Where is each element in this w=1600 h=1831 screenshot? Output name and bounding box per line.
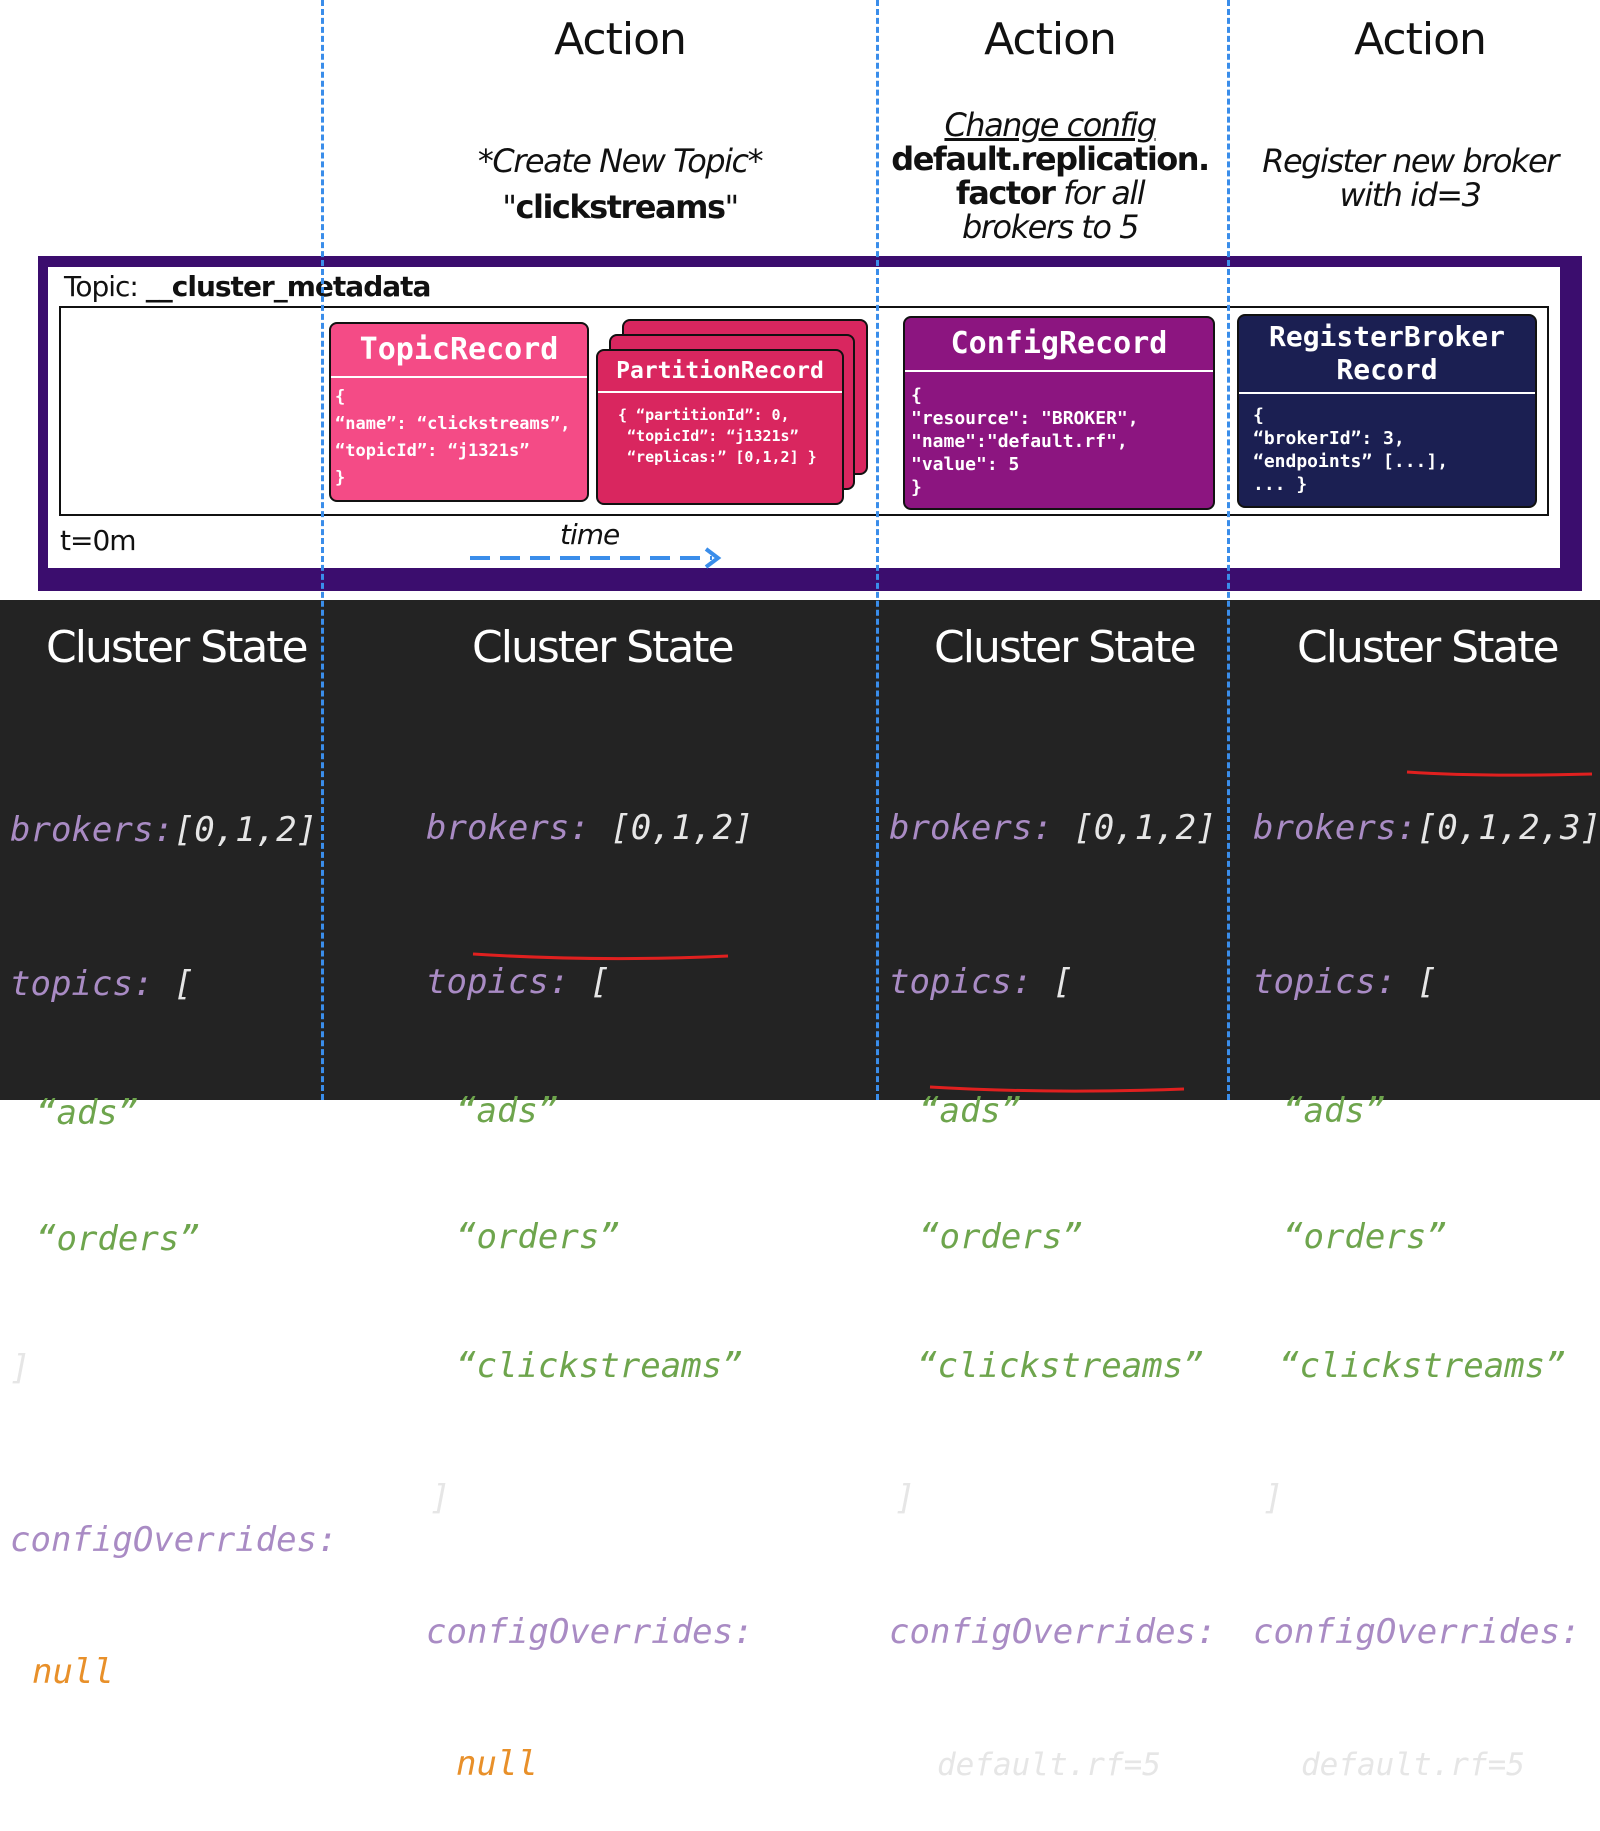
action-desc-3: Register new broker with id=3 <box>1240 144 1580 212</box>
action-desc-2-line4: brokers to 5 <box>962 208 1139 246</box>
action-desc-1-line1: *Create New Topic* <box>477 142 764 180</box>
topic-item-2-2: “clickstreams” <box>917 1346 1204 1386</box>
topics-close-2: ] <box>895 1478 916 1518</box>
action-desc-1-quote-close: " <box>724 188 739 226</box>
brokers-key-0: brokers: <box>10 810 174 850</box>
time-axis-label: time <box>560 518 620 551</box>
cluster-state-title-3: Cluster State <box>1297 622 1560 673</box>
topics-key-1: topics: <box>426 962 570 1002</box>
topic-item-1-2: “clickstreams” <box>456 1346 743 1386</box>
action-desc-2-line1: Change config <box>944 106 1157 144</box>
highlight-underline-brokers <box>1406 770 1593 777</box>
topic-record-title: TopicRecord <box>331 324 587 378</box>
action-header-2: Action <box>984 14 1117 65</box>
action-desc-2-line3-bold: factor <box>955 174 1056 212</box>
overlay-graphics <box>470 547 1593 1093</box>
action-desc-3-line2: with id=3 <box>1339 176 1482 214</box>
partition-record-title: PartitionRecord <box>598 351 842 393</box>
action-desc-2-line2: default.replication. <box>891 140 1210 178</box>
config-record-title: ConfigRecord <box>905 318 1213 372</box>
highlight-underline-clickstreams <box>472 952 729 961</box>
brokers-key-2: brokers: <box>889 808 1053 848</box>
config-overrides-value-3: default.rf=5 <box>1301 1747 1525 1783</box>
action-desc-3-line1: Register new broker <box>1262 142 1559 180</box>
partition-record: PartitionRecord { “partitionId”: 0, “top… <box>596 349 844 505</box>
topics-open-2: [ <box>1032 962 1074 1002</box>
start-time-label: t=0m <box>60 524 137 557</box>
topic-item-3-1: “orders” <box>1283 1217 1447 1257</box>
config-record-body: { "resource": "BROKER", "name":"default.… <box>911 385 1139 498</box>
config-overrides-value-0: null <box>32 1652 114 1692</box>
cluster-state-title-1: Cluster State <box>472 622 735 673</box>
topic-item-0-1: “orders” <box>36 1219 200 1259</box>
brokers-value-0: [0,1,2] <box>173 810 318 850</box>
register-broker-record-title: RegisterBroker Record <box>1239 316 1535 394</box>
partition-record-body: { “partitionId”: 0, “topicId”: “j1321s” … <box>618 406 817 466</box>
config-overrides-key-2: configOverrides: <box>889 1612 1217 1652</box>
topic-record: TopicRecord { “name”: “clickstreams”, “t… <box>329 322 589 502</box>
action-desc-1-topic: clickstreams <box>515 188 726 226</box>
register-broker-record-title-line1: RegisterBroker <box>1268 320 1505 353</box>
register-broker-record-title-line2: Record <box>1336 353 1438 386</box>
action-desc-1: *Create New Topic* "clickstreams" <box>420 144 820 224</box>
topic-item-2-1: “orders” <box>919 1217 1083 1257</box>
topics-open-0: [ <box>153 964 195 1004</box>
cluster-state-title-0: Cluster State <box>46 622 309 673</box>
topics-open-3: [ <box>1396 962 1438 1002</box>
cluster-state-title-2: Cluster State <box>934 622 1197 673</box>
config-record: ConfigRecord { "resource": "BROKER", "na… <box>903 316 1215 510</box>
action-header-1: Action <box>554 14 687 65</box>
config-overrides-key-3: configOverrides: <box>1253 1612 1581 1652</box>
brokers-value-3: [0,1,2,3] <box>1416 808 1600 848</box>
brokers-key-3: brokers: <box>1253 808 1417 848</box>
brokers-value-2: [0,1,2] <box>1052 808 1217 848</box>
topic-item-1-1: “orders” <box>456 1217 620 1257</box>
timeline-divider-3 <box>1227 0 1230 1100</box>
cluster-state-area <box>0 600 1600 1100</box>
topics-key-0: topics: <box>10 964 154 1004</box>
highlight-underline-rf <box>929 1085 1185 1093</box>
topics-open-1: [ <box>569 962 611 1002</box>
brokers-key-1: brokers: <box>426 808 590 848</box>
action-desc-2: Change config default.replication. facto… <box>880 108 1220 244</box>
topic-record-body: { “name”: “clickstreams”, “topicId”: “j1… <box>335 387 571 488</box>
topic-name: __cluster_metadata <box>145 270 432 303</box>
action-header-3: Action <box>1354 14 1487 65</box>
register-broker-record: RegisterBroker Record { “brokerId”: 3, “… <box>1237 314 1537 508</box>
config-overrides-key-1: configOverrides: <box>426 1612 754 1652</box>
topics-close-0: ] <box>10 1348 31 1388</box>
config-overrides-value-1: null <box>456 1744 538 1784</box>
action-desc-1-quote-open: " <box>502 188 517 226</box>
topics-key-2: topics: <box>889 962 1033 1002</box>
timeline-divider-1 <box>321 0 324 1100</box>
config-overrides-value-2: default.rf=5 <box>937 1747 1161 1783</box>
action-desc-2-line3-rest: for all <box>1054 174 1146 212</box>
brokers-value-1: [0,1,2] <box>589 808 754 848</box>
topics-key-3: topics: <box>1253 962 1397 1002</box>
time-arrow-head <box>704 547 722 569</box>
topics-close-1: ] <box>430 1478 451 1518</box>
topic-label: Topic: __cluster_metadata <box>64 270 432 303</box>
topics-close-3: ] <box>1263 1478 1284 1518</box>
timeline-divider-2 <box>876 0 879 1100</box>
register-broker-record-body: { “brokerId”: 3, “endpoints” [...], ... … <box>1253 405 1449 495</box>
topic-prefix: Topic: <box>64 270 146 303</box>
topic-item-3-2: “clickstreams” <box>1279 1346 1566 1386</box>
config-overrides-key-0: configOverrides: <box>10 1520 338 1560</box>
